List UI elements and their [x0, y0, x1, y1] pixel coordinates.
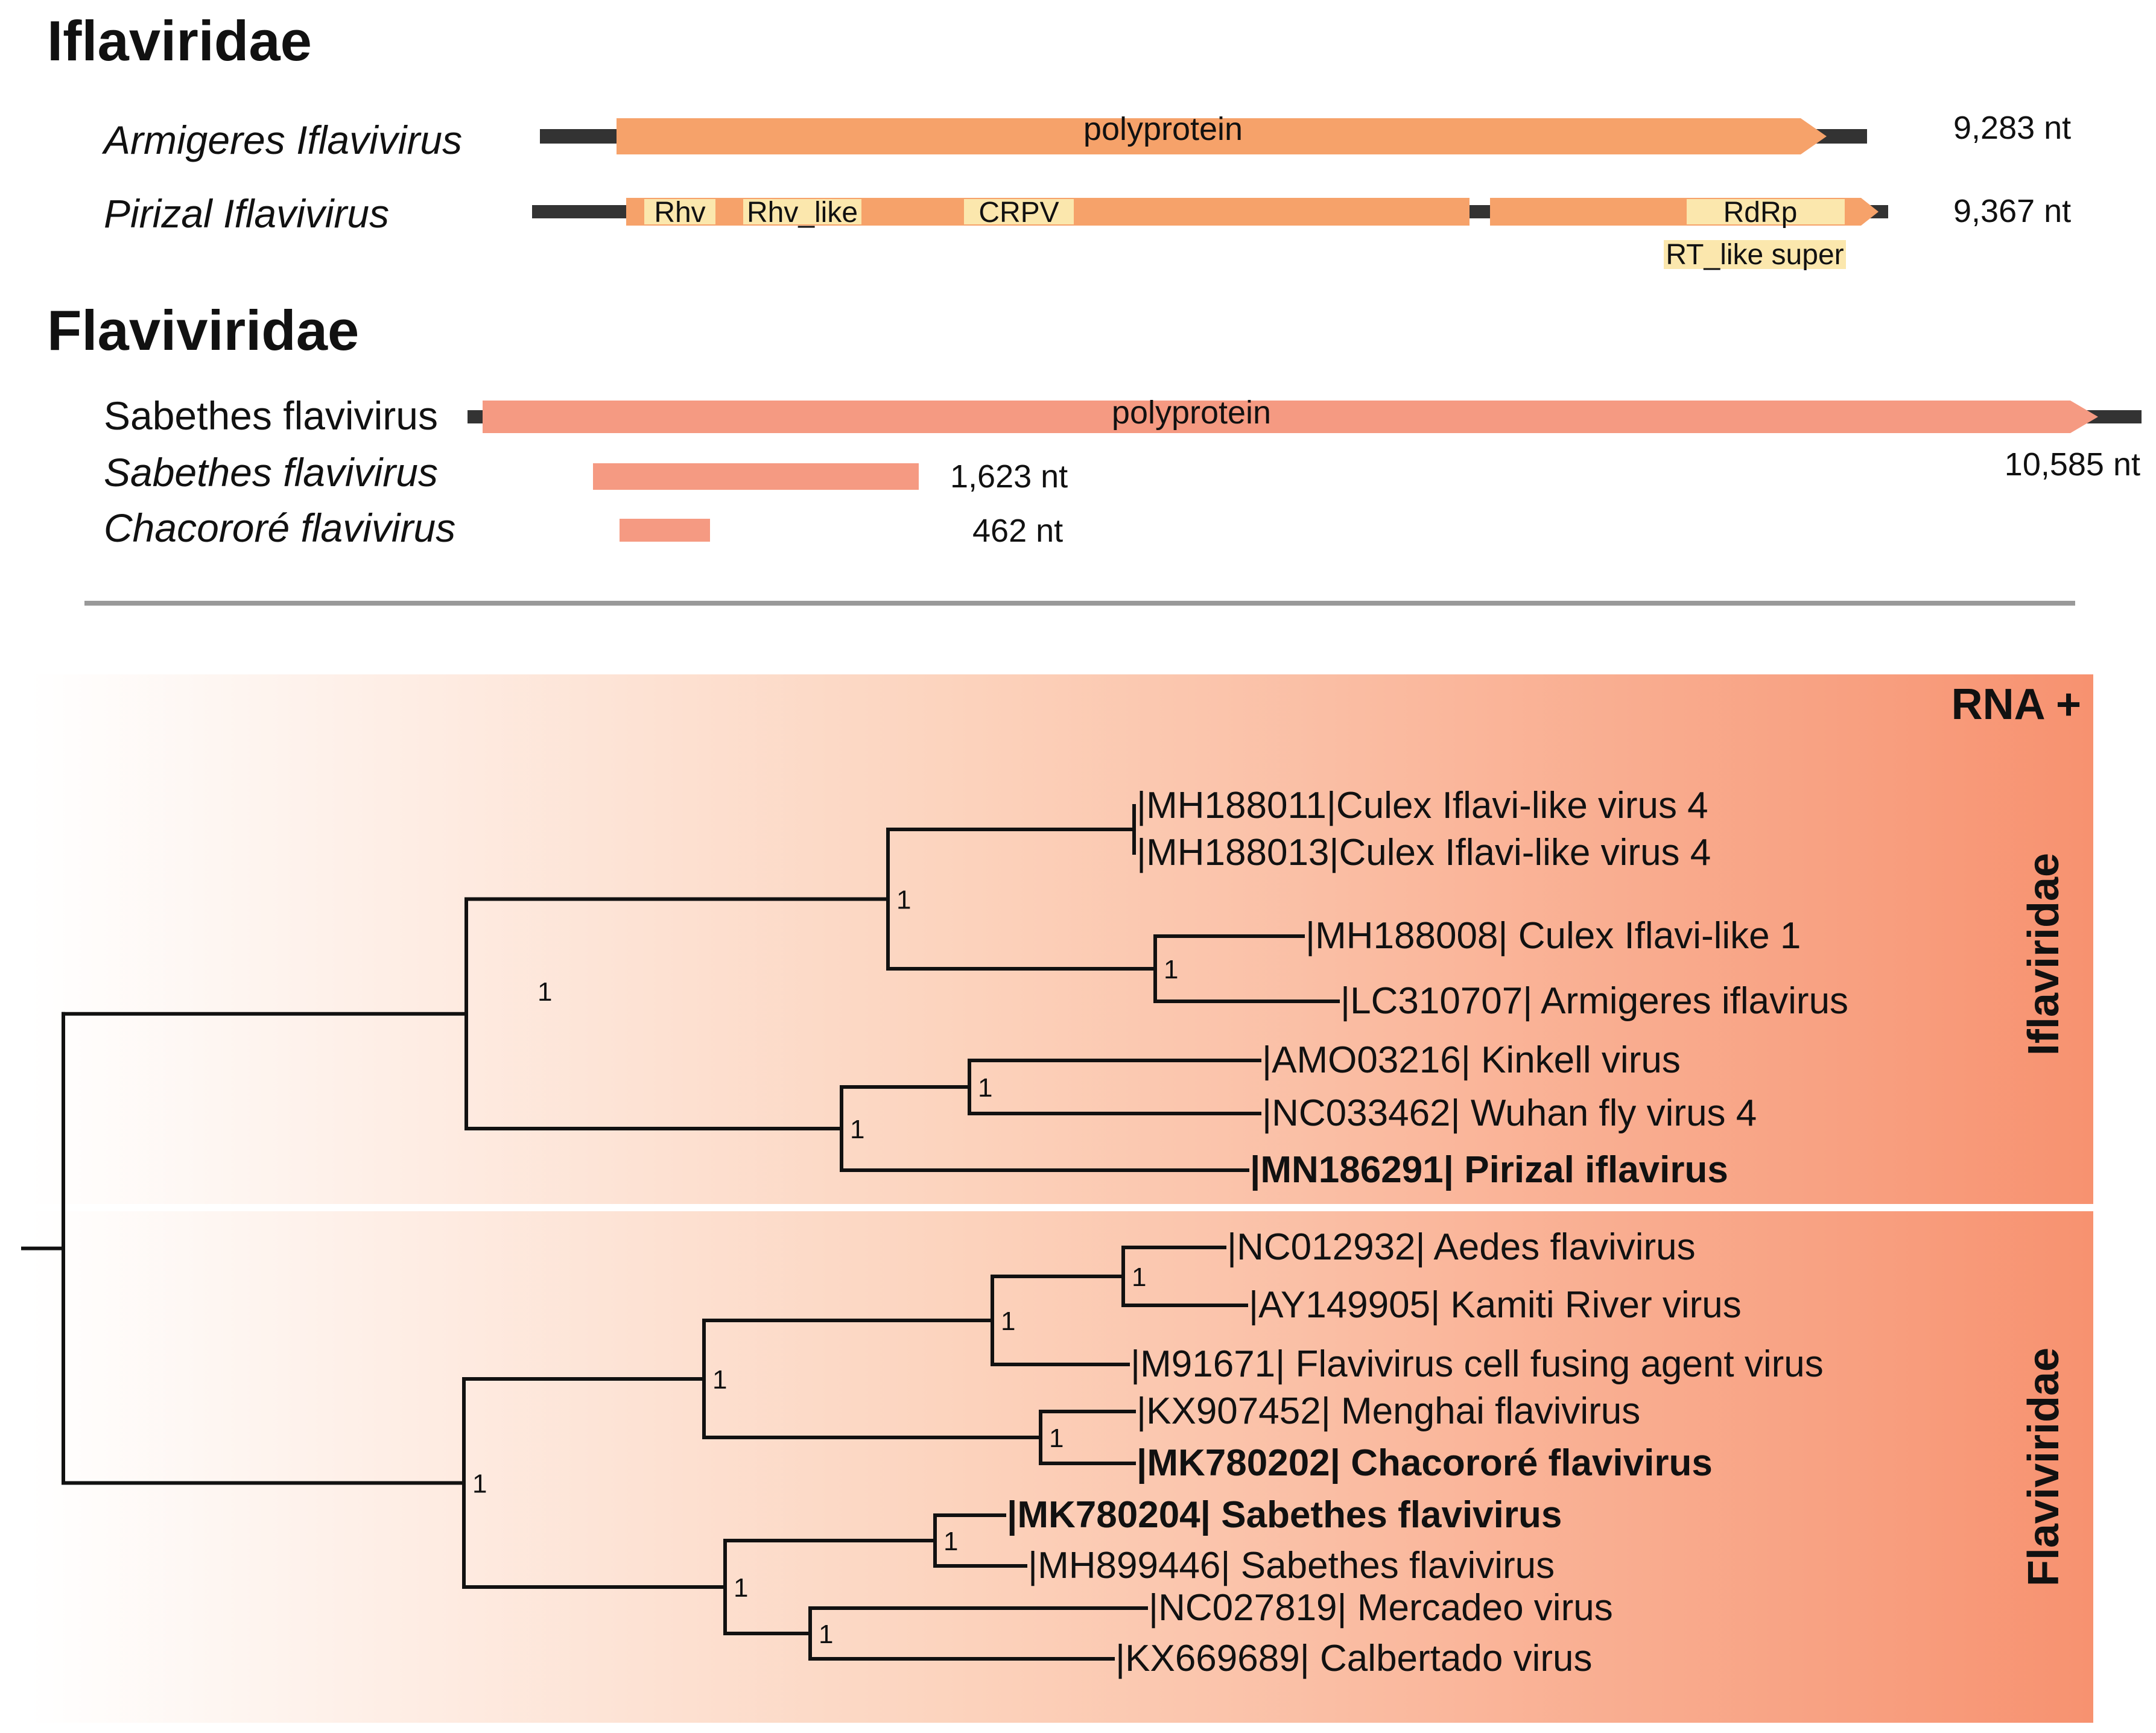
- domain-box-rhv-like: [743, 199, 861, 224]
- tip-label: |KX669689| Calbertado virus: [1115, 1638, 1592, 1679]
- contig-length-sabethes: 1,623 nt: [950, 458, 1068, 495]
- tip-label: |AMO03216| Kinkell virus: [1262, 1039, 1681, 1081]
- genome-name-pirizal: Pirizal Iflavivirus: [104, 191, 389, 236]
- tip-label: |MH188008| Culex Iflavi-like 1: [1305, 915, 1801, 957]
- tree-branches: [21, 804, 1340, 1661]
- genome-length-armigeres: 9,283 nt: [1953, 110, 2071, 146]
- support-value: 1: [819, 1620, 833, 1649]
- support-value: 1: [1164, 955, 1178, 984]
- domain-box-rt-like: [1664, 240, 1846, 269]
- support-values: 1 1 1 1 1 1 1 1 1 1 1 1 1: [472, 886, 1178, 1650]
- support-value: 1: [1132, 1263, 1146, 1292]
- support-value: 1: [896, 886, 911, 915]
- tip-label: |NC012932| Aedes flavivirus: [1227, 1226, 1696, 1268]
- support-value: 1: [943, 1527, 958, 1556]
- domain-label-rdrp: RdRp: [1723, 197, 1798, 229]
- support-value: 1: [734, 1573, 748, 1603]
- panel-label-rna: RNA +: [1951, 680, 2081, 729]
- support-value: 1: [537, 977, 552, 1007]
- domain-label-rhv-like: Rhv_like: [747, 197, 858, 229]
- tree-panel: RNA + Iflaviridae Flaviviridae 111111111…: [21, 674, 2093, 1723]
- tip-label: |AY149905| Kamiti River virus: [1249, 1284, 1742, 1326]
- clade-label-iflaviridae: Iflaviridae: [2020, 853, 2068, 1056]
- support-value: 1: [978, 1073, 992, 1103]
- tip-label: |M91671| Flavivirus cell fusing agent vi…: [1130, 1343, 1824, 1385]
- clade-label-flaviviridae: Flaviviridae: [2020, 1348, 2068, 1586]
- domain-box-crpv: [964, 199, 1074, 224]
- domain-box-rhv: [644, 199, 715, 224]
- genome-length-sabethes-reference: 10,585 nt: [2005, 446, 2140, 483]
- tip-label: |KX907452| Menghai flavivirus: [1137, 1390, 1640, 1432]
- tree-background: [30, 674, 2093, 1723]
- contig-bar-chacorore: [620, 519, 710, 542]
- support-value: 1: [1001, 1307, 1015, 1336]
- genome-name-chacorore: Chacororé flavivirus: [104, 505, 455, 550]
- orf-label-sabethes: polyprotein: [1112, 394, 1271, 431]
- support-value: 1: [472, 1469, 487, 1499]
- tip-label: |MK780202| Chacororé flavivirus: [1137, 1442, 1713, 1484]
- orf-arrow-sabethes: [483, 401, 2098, 433]
- tip-label: |NC033462| Wuhan fly virus 4: [1262, 1092, 1757, 1134]
- section-heading-iflaviridae: Iflaviridae: [47, 9, 312, 72]
- tip-label: |MK780204| Sabethes flavivirus: [1007, 1494, 1562, 1536]
- support-value: 1: [712, 1365, 727, 1395]
- tip-label: |MH188011|Culex Iflavi-like virus 4: [1137, 785, 1708, 826]
- tip-label: |MH899446| Sabethes flavivirus: [1028, 1545, 1555, 1586]
- contig-length-chacorore: 462 nt: [972, 513, 1063, 549]
- tip-label: |NC027819| Mercadeo virus: [1149, 1587, 1613, 1629]
- genome-name-sabethes-contig: Sabethes flavivirus: [104, 450, 438, 495]
- domain-label-crpv: CRPV: [978, 197, 1059, 229]
- domain-label-rt-like: RT_like super: [1666, 239, 1844, 271]
- section-divider: [84, 601, 2075, 606]
- tip-label: |MH188013|Culex Iflavi-like virus 4: [1137, 832, 1711, 873]
- orf-label-armigeres: polyprotein: [1083, 111, 1243, 147]
- genome-maps: Iflaviridae Armigeres Iflavivirus polypr…: [47, 9, 2142, 550]
- tip-label: |MN186291| Pirizal iflavirus: [1250, 1149, 1728, 1191]
- contig-bar-sabethes: [593, 463, 919, 490]
- support-value: 1: [1049, 1424, 1064, 1453]
- tip-label: |LC310707| Armigeres iflavirus: [1340, 980, 1848, 1022]
- clade-separator: [30, 1204, 2093, 1211]
- genome-name-armigeres: Armigeres Iflavivirus: [101, 118, 462, 162]
- genome-length-pirizal: 9,367 nt: [1953, 193, 2071, 229]
- domain-box-rdrp: [1687, 199, 1845, 224]
- tip-labels: |MH188011|Culex Iflavi-like virus 4 |MH18…: [1007, 785, 1848, 1679]
- section-heading-flaviviridae: Flaviviridae: [47, 299, 359, 362]
- orf-arrow-armigeres: [617, 118, 1827, 154]
- domain-label-rhv: Rhv: [654, 197, 705, 229]
- genome-name-sabethes-reference: Sabethes flavivirus: [104, 393, 438, 438]
- support-value: 1: [850, 1115, 864, 1144]
